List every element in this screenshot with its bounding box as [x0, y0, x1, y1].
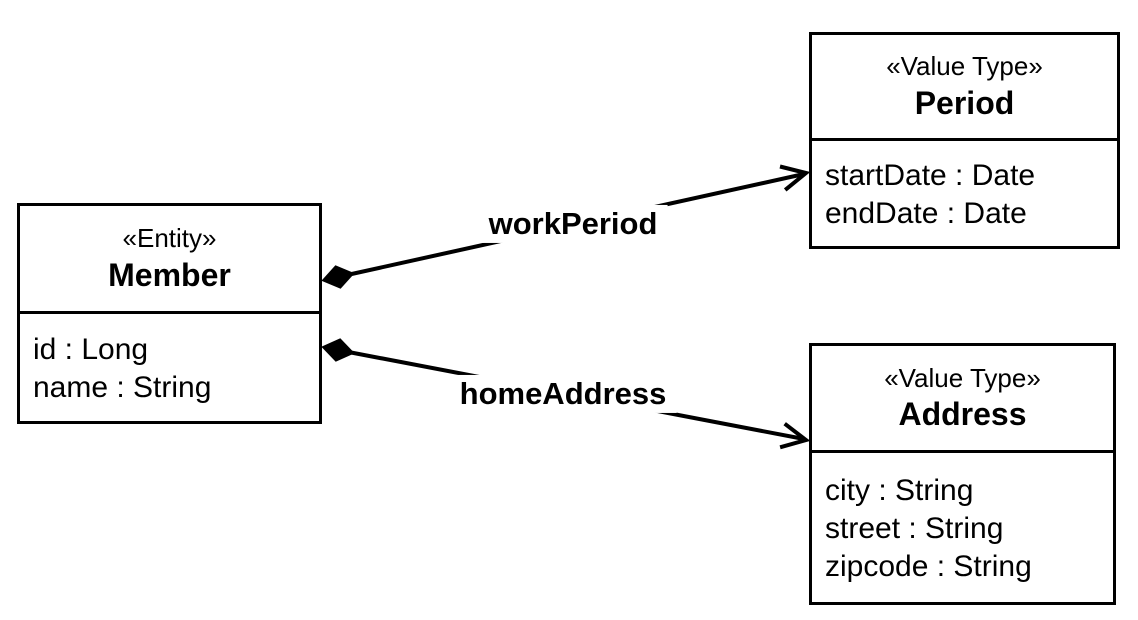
- class-name: Member: [108, 256, 231, 293]
- composition-diamond-icon: [321, 338, 355, 362]
- class-header-address: «Value Type» Address: [812, 346, 1113, 453]
- class-name: Period: [914, 84, 1015, 121]
- class-name: Address: [898, 396, 1027, 433]
- attributes-compartment-address: city : String street : String zipcode : …: [812, 453, 1113, 602]
- attribute-line: id : Long: [33, 332, 149, 366]
- edge-label-homeaddress: homeAddress: [449, 374, 677, 414]
- open-arrowhead-icon: [779, 164, 811, 192]
- class-box-period: «Value Type» Period startDate : Date end…: [809, 32, 1120, 249]
- attributes-compartment-member: id : Long name : String: [20, 314, 319, 421]
- attributes-compartment-period: startDate : Date endDate : Date: [812, 141, 1117, 246]
- stereotype-label: «Value Type»: [886, 51, 1043, 82]
- attribute-line: name : String: [33, 370, 212, 404]
- class-header-member: «Entity» Member: [20, 206, 319, 314]
- attribute-line: startDate : Date: [825, 158, 1036, 192]
- attribute-line: zipcode : String: [825, 549, 1032, 583]
- stereotype-label: «Value Type»: [884, 362, 1041, 393]
- edge-label-workperiod: workPeriod: [478, 204, 668, 244]
- class-header-period: «Value Type» Period: [812, 35, 1117, 141]
- open-arrowhead-icon: [779, 422, 811, 450]
- composition-diamond-icon: [321, 265, 355, 289]
- class-box-member: «Entity» Member id : Long name : String: [17, 203, 322, 424]
- stereotype-label: «Entity»: [122, 223, 217, 254]
- attribute-line: street : String: [825, 511, 1004, 545]
- class-box-address: «Value Type» Address city : String stree…: [809, 343, 1116, 605]
- attribute-line: endDate : Date: [825, 196, 1027, 230]
- attribute-line: city : String: [825, 473, 974, 507]
